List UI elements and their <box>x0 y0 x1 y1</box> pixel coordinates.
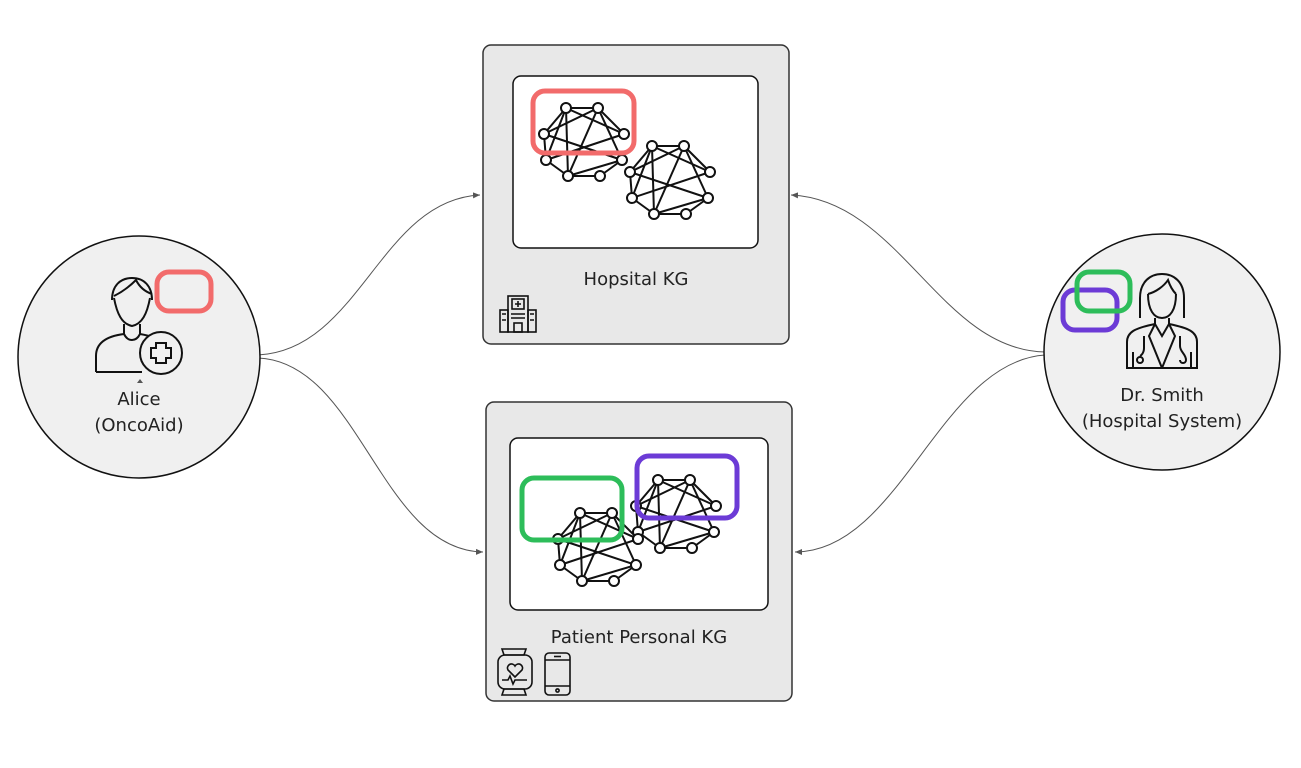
edge-alice-to-patient-kg <box>257 357 484 555</box>
doctor-actor <box>1043 233 1281 471</box>
doctor-name: Dr. Smith <box>1120 385 1204 406</box>
alice-actor <box>17 235 261 479</box>
edge-doctor-to-patient-kg <box>794 354 1046 555</box>
alice-caret-icon <box>137 379 143 383</box>
hospital-building-icon <box>499 295 537 333</box>
patient-kg-green-highlight <box>519 475 625 543</box>
patient-kg-panel <box>485 401 793 702</box>
edge-alice-to-hospital-kg <box>257 192 481 356</box>
patient-kg-label: Patient Personal KG <box>550 627 728 648</box>
connectors <box>257 192 1046 555</box>
hospital-kg-label: Hopsital KG <box>583 269 689 290</box>
alice-name: Alice <box>117 389 161 410</box>
edge-doctor-to-hospital-kg <box>790 192 1046 353</box>
alice-label: Alice (OncoAid) <box>39 387 239 439</box>
alice-role: (OncoAid) <box>94 415 184 436</box>
doctor-icon <box>1126 272 1198 369</box>
hospital-kg-panel <box>482 44 790 345</box>
doctor-label: Dr. Smith (Hospital System) <box>1057 383 1267 435</box>
smartphone-icon <box>544 652 571 696</box>
hospital-kg-red-highlight <box>530 88 637 156</box>
doctor-role: (Hospital System) <box>1081 411 1243 432</box>
patient-kg-graph-area <box>509 437 769 611</box>
smartwatch-heart-icon <box>497 648 533 696</box>
patient-kg-purple-highlight <box>634 453 740 521</box>
doctor-green-highlight <box>1074 269 1133 314</box>
alice-red-highlight <box>154 269 214 314</box>
patient-medical-icon <box>95 276 183 375</box>
